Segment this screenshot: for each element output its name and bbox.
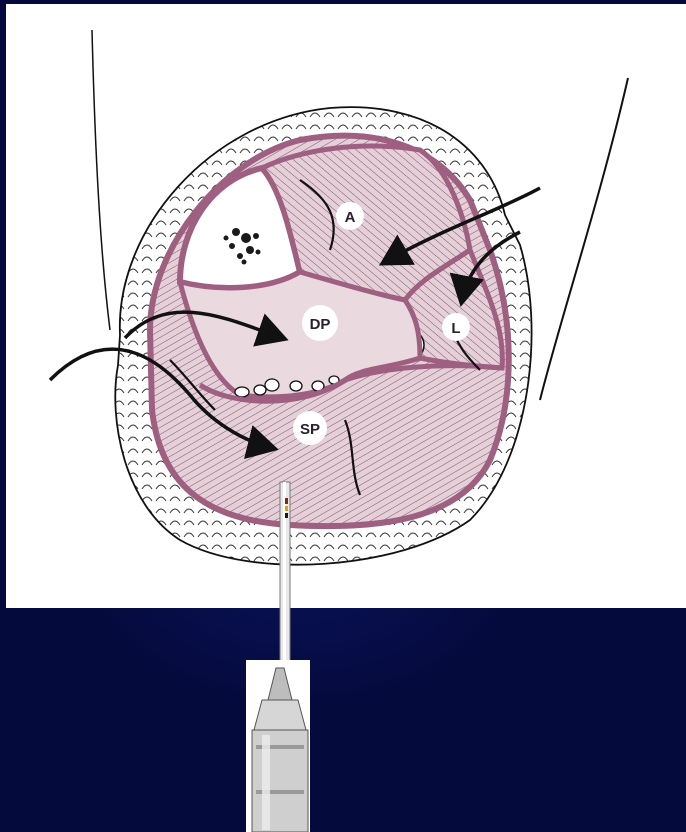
label-deep-posterior-text: DP (310, 316, 331, 333)
syringe-icon (246, 660, 310, 832)
label-deep-posterior: DP (302, 305, 338, 341)
needle-icon (280, 482, 290, 672)
label-lateral: L (442, 313, 470, 341)
label-superficial-posterior: SP (293, 411, 327, 445)
label-anterior: A (336, 202, 364, 230)
label-superficial-posterior-text: SP (300, 421, 320, 438)
label-anterior-text: A (345, 209, 356, 226)
label-lateral-text: L (451, 320, 460, 337)
